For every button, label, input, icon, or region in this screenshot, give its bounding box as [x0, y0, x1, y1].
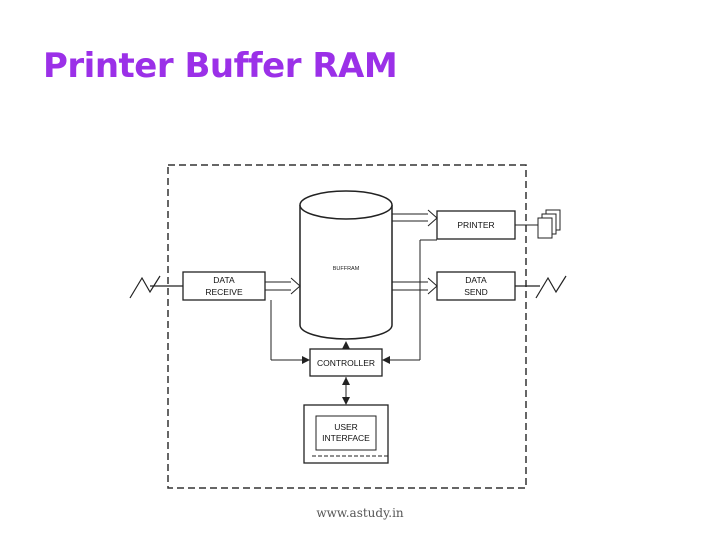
arrow-ram-to-send — [392, 277, 438, 295]
output-signal-icon — [515, 275, 567, 299]
arrow-ram-to-printer — [392, 209, 438, 227]
user-interface-label-1: USER — [334, 422, 358, 432]
printer-label: PRINTER — [457, 220, 494, 230]
controller-label: CONTROLLER — [317, 358, 375, 368]
buffer-ram-label: BUFFRAM — [333, 266, 360, 272]
buffer-ram-cylinder — [299, 190, 393, 340]
data-send-label-2: SEND — [464, 287, 488, 297]
data-receive-box — [182, 271, 266, 301]
user-interface-label-2: INTERFACE — [322, 433, 370, 443]
data-receive-label-1: DATA — [213, 275, 235, 285]
printer-box — [436, 210, 516, 240]
printed-pages-icon — [515, 209, 561, 239]
controller-box — [309, 348, 383, 377]
system-boundary — [167, 164, 527, 489]
footer-watermark: www.astudy.in — [316, 506, 404, 520]
control-lines — [270, 239, 437, 405]
data-receive-label-2: RECEIVE — [205, 287, 243, 297]
data-send-label-1: DATA — [465, 275, 487, 285]
input-signal-icon — [129, 275, 183, 299]
slide-title: Printer Buffer RAM — [43, 46, 398, 86]
arrow-receive-to-ram — [265, 277, 301, 295]
